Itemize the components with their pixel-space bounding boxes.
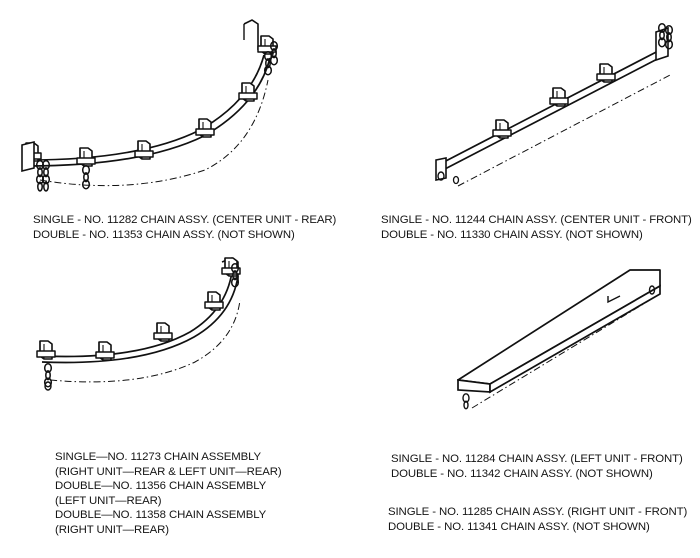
caption-line: SINGLE - NO. 11282 CHAIN ASSY. (CENTER U… <box>33 214 337 226</box>
caption-right-unit-front: SINGLE - NO. 11285 CHAIN ASSY. (RIGHT UN… <box>388 505 687 534</box>
caption-center-unit-front: SINGLE - NO. 11244 CHAIN ASSY. (CENTER U… <box>381 213 692 242</box>
caption-line: DOUBLE - NO. 11330 CHAIN ASSY. (NOT SHOW… <box>381 228 643 241</box>
caption-line: (RIGHT UNIT—REAR) <box>55 523 169 536</box>
center-unit-rear-chain-drawing <box>21 19 279 192</box>
caption-line: DOUBLE—NO. 11356 CHAIN ASSEMBLY <box>55 480 267 493</box>
caption-center-unit-rear: SINGLE - NO. 11282 CHAIN ASSY. (CENTER U… <box>33 213 336 242</box>
caption-line: DOUBLE - NO. 11342 CHAIN ASSY. (NOT SHOW… <box>391 467 653 480</box>
caption-line: SINGLE - NO. 11284 CHAIN ASSY. (LEFT UNI… <box>391 453 683 465</box>
caption-line: DOUBLE - NO. 11353 CHAIN ASSY. (NOT SHOW… <box>33 228 295 241</box>
caption-line: DOUBLE—NO. 11358 CHAIN ASSEMBLY <box>55 509 267 522</box>
front-unit-bar-drawing <box>457 269 661 410</box>
caption-line: SINGLE - NO. 11244 CHAIN ASSY. (CENTER U… <box>381 214 692 226</box>
caption-line: SINGLE—NO. 11273 CHAIN ASSEMBLY <box>55 451 262 463</box>
caption-line: (LEFT UNIT—REAR) <box>55 494 162 507</box>
caption-right-left-rear: SINGLE—NO. 11273 CHAIN ASSEMBLY (RIGHT U… <box>55 450 282 538</box>
caption-line: SINGLE - NO. 11285 CHAIN ASSY. (RIGHT UN… <box>388 506 688 518</box>
caption-line: (RIGHT UNIT—REAR & LEFT UNIT—REAR) <box>55 465 282 478</box>
right-left-rear-chain-drawing <box>36 257 241 391</box>
caption-line: DOUBLE - NO. 11341 CHAIN ASSY. (NOT SHOW… <box>388 520 650 533</box>
caption-left-unit-front: SINGLE - NO. 11284 CHAIN ASSY. (LEFT UNI… <box>391 452 683 481</box>
center-unit-front-chain-drawing <box>435 22 674 187</box>
